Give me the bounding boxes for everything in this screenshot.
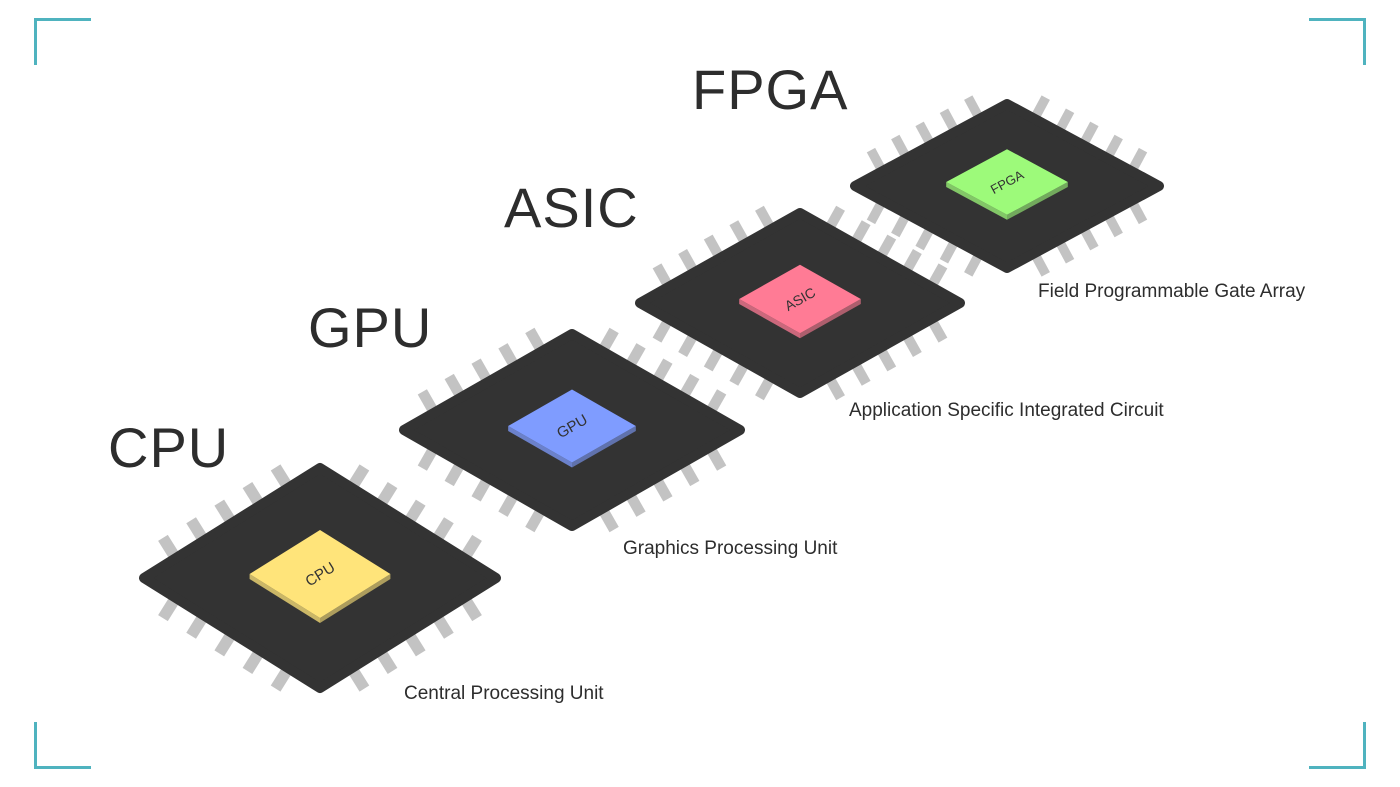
- chip-die-side: [946, 182, 1007, 220]
- chip-die-side: [800, 299, 861, 339]
- chip-die-gpu: [508, 389, 636, 463]
- chip-caption-cpu: Central Processing Unit: [404, 683, 604, 704]
- chip-caption-fpga: Field Programmable Gate Array: [1038, 281, 1306, 302]
- chip-die-fpga: [946, 149, 1068, 215]
- chip-die-side: [320, 574, 391, 623]
- chip-die-side: [572, 426, 636, 468]
- chip-title-fpga: FPGA: [692, 58, 849, 121]
- chip-die-side: [1007, 182, 1068, 220]
- corner-bracket-top-left: [34, 18, 91, 65]
- chip-cpu: CPU: [139, 463, 501, 693]
- chip-die-side: [739, 299, 800, 339]
- chip-title-gpu: GPU: [308, 296, 433, 359]
- chip-die-side: [508, 426, 572, 468]
- chip-title-asic: ASIC: [504, 176, 639, 239]
- corner-bracket-bottom-left: [34, 722, 91, 769]
- corner-bracket-bottom-right: [1309, 722, 1366, 769]
- chip-asic: ASIC: [635, 205, 965, 401]
- chip-die-side: [249, 574, 320, 623]
- chip-caption-asic: Application Specific Integrated Circuit: [849, 400, 1164, 421]
- chip-gpu: GPU: [399, 327, 745, 533]
- chip-caption-gpu: Graphics Processing Unit: [623, 538, 838, 559]
- chip-title-cpu: CPU: [108, 416, 230, 479]
- chip-die-asic: [739, 264, 861, 334]
- chip-die-cpu: [249, 530, 391, 618]
- chip-fpga: FPGA: [850, 95, 1164, 277]
- corner-bracket-top-right: [1309, 18, 1366, 65]
